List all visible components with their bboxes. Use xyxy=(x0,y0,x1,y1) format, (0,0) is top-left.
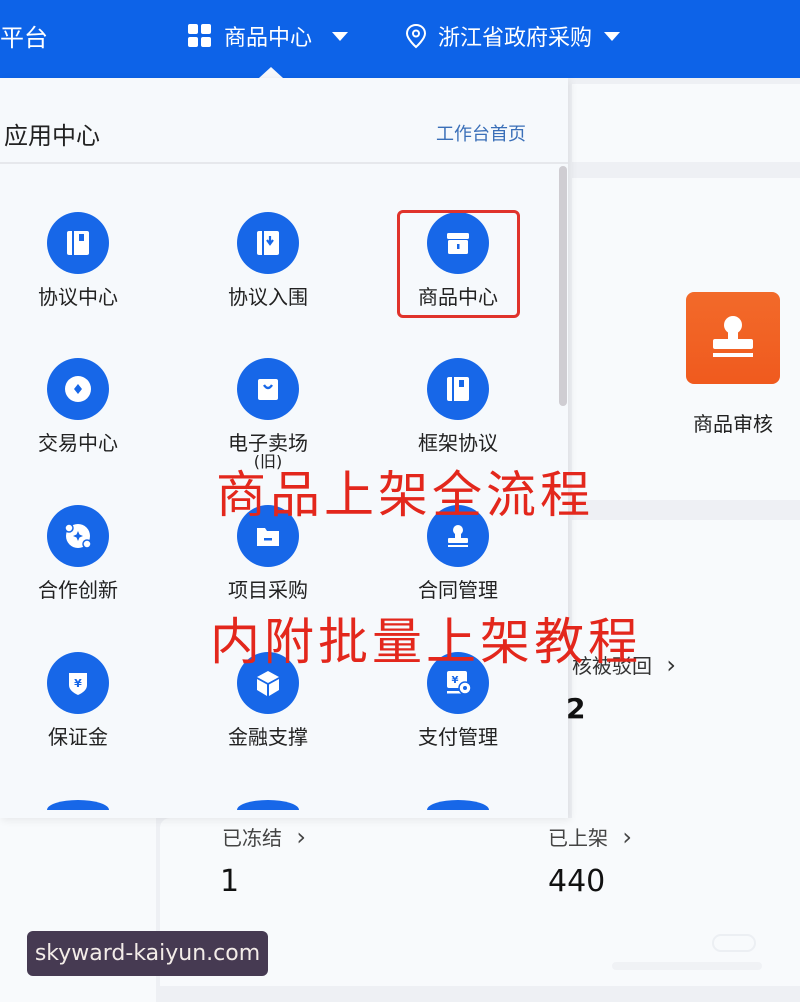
panel-scrollbar[interactable] xyxy=(559,166,567,406)
caret-down-icon xyxy=(604,31,621,41)
audit-rejected-count: 2 xyxy=(566,692,586,725)
workbench-home-link[interactable]: 工作台首页 xyxy=(436,124,526,145)
app-deposit[interactable]: ¥ 保证金 xyxy=(3,652,153,748)
overlay-caption-line2: 内附批量上架教程 xyxy=(210,613,642,671)
product-audit-tile[interactable] xyxy=(686,292,780,384)
dropdown-pointer xyxy=(259,67,283,78)
chevron-right-icon: › xyxy=(622,823,632,851)
old-version-tag: (旧) xyxy=(253,452,283,471)
product-audit-label: 商品审核 xyxy=(693,412,773,436)
payment-settings-icon: ¥ xyxy=(447,671,472,695)
background-card-status xyxy=(572,520,800,820)
notebook-icon xyxy=(67,231,89,255)
app-financial-support[interactable]: 金融支撑 xyxy=(193,652,343,748)
app-center-header: 应用中心 工作台首页 xyxy=(0,78,568,164)
top-nav-bar: 平台 商品中心 浙江省政府采购 xyxy=(0,0,800,78)
caret-down-icon xyxy=(332,31,349,41)
frozen-stat-value: 1 xyxy=(220,864,240,899)
audit-rejected-link[interactable]: 核被驳回 › xyxy=(572,651,676,679)
app-center-title: 应用中心 xyxy=(4,122,100,150)
svg-text:¥: ¥ xyxy=(74,677,82,690)
sparkle-orbit-icon xyxy=(64,523,92,549)
yuan-shield-icon: ¥ xyxy=(69,673,87,695)
location-pin-icon xyxy=(405,23,427,49)
app-payment-management[interactable]: ¥ 支付管理 xyxy=(383,652,533,748)
region-dropdown[interactable]: 浙江省政府采购 xyxy=(404,20,621,52)
cube-icon xyxy=(257,671,279,696)
chevron-right-icon: › xyxy=(296,823,306,851)
app-e-mall-old[interactable]: 电子卖场 (旧) xyxy=(193,358,343,470)
app-switcher-dropdown[interactable]: 商品中心 xyxy=(188,20,349,52)
listed-stat-link[interactable]: 已上架 › xyxy=(548,823,632,851)
background-card-top xyxy=(572,84,800,162)
stamp-icon xyxy=(713,316,753,357)
next-row-app-icon-peek xyxy=(427,800,489,810)
app-trading-center[interactable]: 交易中心 xyxy=(3,358,153,454)
notebook-icon xyxy=(447,377,469,401)
app-agreement-entry[interactable]: 协议入围 xyxy=(193,212,343,308)
app-switcher-label: 商品中心 xyxy=(224,26,313,51)
coin-icon xyxy=(65,376,91,402)
folder-icon xyxy=(257,528,279,546)
faint-text xyxy=(612,962,762,970)
next-row-app-icon-peek xyxy=(237,800,299,810)
shopping-bag-icon xyxy=(258,379,278,400)
app-project-procurement[interactable]: 项目采购 xyxy=(193,505,343,601)
notebook-download-icon xyxy=(257,231,279,255)
next-row-app-icon-peek xyxy=(47,800,109,810)
stamp-icon xyxy=(448,525,468,547)
app-cooperative-innovation[interactable]: 合作创新 xyxy=(3,505,153,601)
watermark: skyward-kaiyun.com xyxy=(27,931,268,976)
app-product-center[interactable]: 商品中心 xyxy=(383,212,533,308)
overlay-caption-line1: 商品上架全流程 xyxy=(216,466,594,524)
svg-text:¥: ¥ xyxy=(452,675,459,686)
box-icon xyxy=(447,233,469,254)
app-framework-agreement[interactable]: 框架协议 xyxy=(383,358,533,454)
app-agreement-center[interactable]: 协议中心 xyxy=(3,212,153,308)
frozen-stat-link[interactable]: 已冻结 › xyxy=(222,823,306,851)
brand-title: 平台 xyxy=(0,24,48,52)
highlight-box-product-center xyxy=(397,210,520,318)
listed-stat-value: 440 xyxy=(548,864,606,899)
region-label: 浙江省政府采购 xyxy=(438,26,593,51)
app-contract-management[interactable]: 合同管理 xyxy=(383,505,533,601)
grid-icon xyxy=(188,24,212,48)
faint-badge xyxy=(712,934,756,952)
chevron-right-icon: › xyxy=(666,651,676,679)
